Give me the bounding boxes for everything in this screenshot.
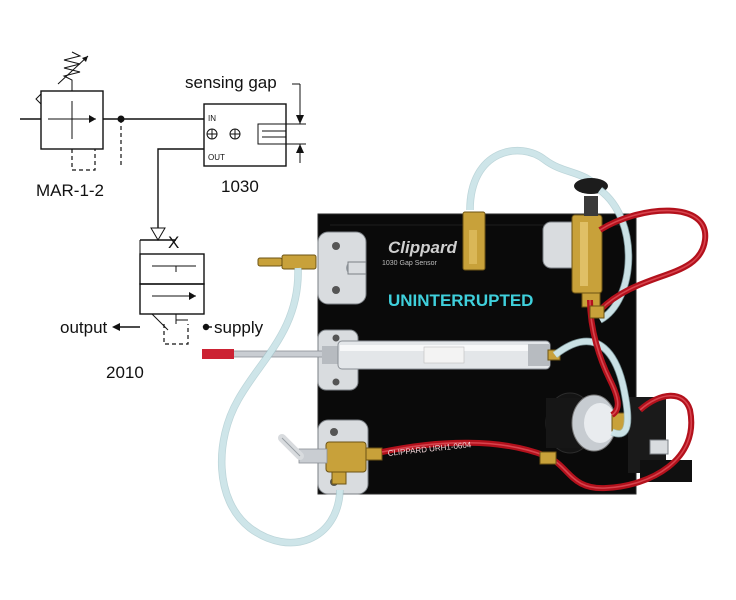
supply-label: supply [214,318,264,337]
panel-brand: Clippard [388,238,458,257]
toggle-valve [278,419,383,495]
sensor-port-in: IN [208,114,216,123]
left-bracket-upper [257,231,367,305]
sensor-label: 1030 [221,177,259,196]
valve-label: 2010 [106,363,144,382]
pneumatic-schematic: MAR-1-2 IN OUT 1030 [20,51,306,382]
sensing-gap-label: sensing gap [185,73,277,92]
regulator-photo [542,178,608,308]
panel-subtitle: 1030 Gap Sensor [382,260,438,267]
product-photo: Clippard 1030 Gap Sensor UNINTERRUPTED [202,146,709,547]
output-label: output [60,318,108,337]
regulator-label: MAR-1-2 [36,181,104,200]
sensor-symbol: IN OUT [203,103,287,167]
air-cylinder [202,329,561,391]
regulator-symbol [35,51,104,171]
overlay-text: UNINTERRUPTED [388,291,533,310]
valve-pilot-label: X [168,233,179,252]
sensing-gap-dimension [286,83,306,163]
sensor-port-out: OUT [208,153,225,162]
supply-dot [202,323,210,331]
cylinder-rod [231,350,325,358]
cylinder-rod-tip [202,349,234,359]
valve-symbol [139,239,205,345]
